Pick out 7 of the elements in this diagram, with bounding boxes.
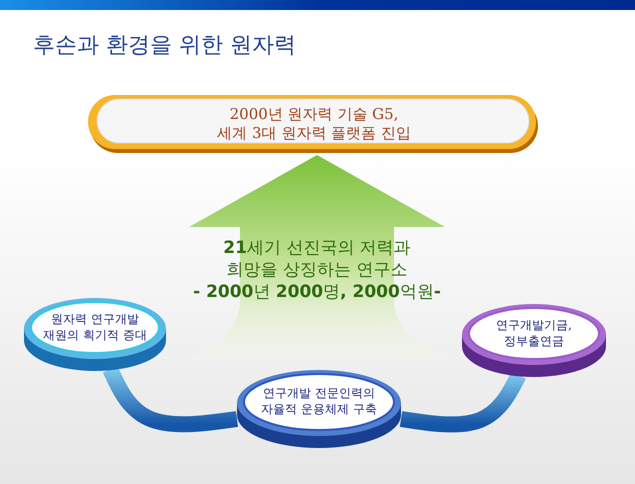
- node-text: 2000년 원자력 기술 G5, 세계 3대 원자력 플랫폼 진입: [216, 104, 412, 144]
- node-text: 원자력 연구개발 재원의 획기적 증대: [42, 312, 148, 344]
- slide-title: 후손과 환경을 위한 원자력: [33, 32, 296, 60]
- node-text: 연구개발 전문인력의 자율적 운용체제 구축: [260, 386, 378, 418]
- figure-text: - 2000년 2000명, 2000억원-: [193, 281, 441, 304]
- node-text: 연구개발기금, 정부출연금: [495, 318, 573, 350]
- rounded-banner: [88, 95, 540, 153]
